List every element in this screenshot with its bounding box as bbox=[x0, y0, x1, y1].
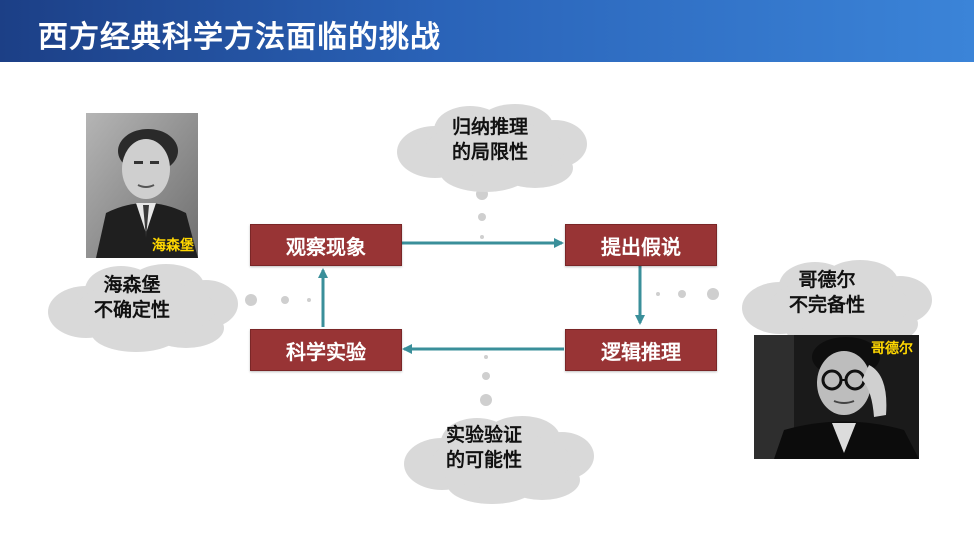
box-reasoning: 逻辑推理 bbox=[565, 329, 717, 371]
dot bbox=[678, 290, 686, 298]
dot bbox=[281, 296, 289, 304]
dot bbox=[707, 288, 719, 300]
photo-godel: 哥德尔 bbox=[754, 335, 919, 459]
dot bbox=[656, 292, 660, 296]
dot bbox=[480, 235, 484, 239]
photo-heisenberg-label: 海森堡 bbox=[152, 238, 194, 254]
dot bbox=[484, 355, 488, 359]
cloud-uncertainty-text: 海森堡 不确定性 bbox=[93, 274, 170, 321]
cloud-verification-text: 实验验证 的可能性 bbox=[445, 424, 522, 471]
cloud-incompleteness-text: 哥德尔 不完备性 bbox=[788, 269, 865, 316]
box-hypothesis: 提出假说 bbox=[565, 224, 717, 266]
photo-godel-label: 哥德尔 bbox=[871, 341, 913, 357]
dot bbox=[307, 298, 311, 302]
header-bar: 西方经典科学方法面临的挑战 bbox=[0, 0, 974, 62]
box-observe: 观察现象 bbox=[250, 224, 402, 266]
portrait-heisenberg bbox=[86, 113, 198, 258]
page-title: 西方经典科学方法面临的挑战 bbox=[38, 20, 441, 55]
portrait-godel bbox=[754, 335, 919, 459]
cloud-induction-text: 归纳推理 的局限性 bbox=[451, 116, 528, 163]
dot bbox=[480, 394, 492, 406]
dot bbox=[478, 213, 486, 221]
dot bbox=[482, 372, 490, 380]
photo-heisenberg: 海森堡 bbox=[86, 113, 198, 258]
dot bbox=[245, 294, 257, 306]
box-experiment: 科学实验 bbox=[250, 329, 402, 371]
